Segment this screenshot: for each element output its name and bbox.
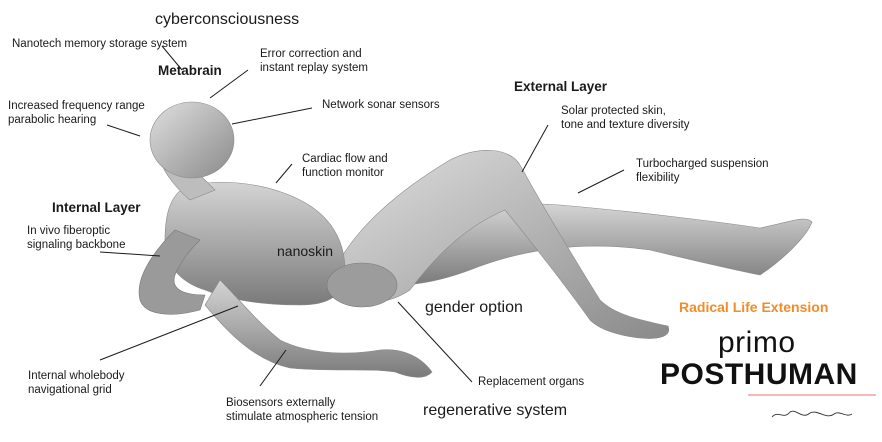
- label-external-layer: External Layer: [514, 79, 608, 94]
- label-wholebody-grid: Internal wholebody navigational grid: [28, 370, 125, 396]
- label-nanoskin: nanoskin: [277, 243, 334, 259]
- label-fiberoptic: In vivo fiberoptic signaling backbone: [27, 225, 126, 251]
- label-biosensors: Biosensors externally stimulate atmosphe…: [226, 397, 379, 423]
- label-solar-skin: Solar protected skin, tone and texture d…: [561, 105, 690, 131]
- label-cyberconsciousness: cyberconsciousness: [155, 11, 300, 28]
- label-metabrain: Metabrain: [158, 63, 222, 78]
- label-error-correction: Error correction and instant replay syst…: [260, 48, 369, 74]
- label-nanotech-memory: Nanotech memory storage system: [12, 38, 188, 50]
- label-cardiac-flow: Cardiac flow and function monitor: [302, 153, 388, 179]
- brand-line-primo: primo: [718, 326, 796, 359]
- pointer-solar: [521, 124, 549, 173]
- pointer-lines: [99, 45, 625, 387]
- pointer-hearing: [106, 124, 141, 137]
- label-internal-layer: Internal Layer: [52, 200, 141, 215]
- pointer-nanotech: [161, 45, 183, 71]
- figure-torso: [164, 181, 346, 306]
- pointer-grid: [99, 305, 239, 361]
- pointer-organs: [397, 301, 473, 383]
- pointer-cardiac: [275, 163, 293, 184]
- figure-head: [149, 101, 235, 179]
- figure-hip: [326, 262, 398, 308]
- brand-line-posthuman: POSTHUMAN: [660, 358, 858, 391]
- label-replacement-organs: Replacement organs: [478, 376, 585, 388]
- figure-left-arm: [138, 229, 206, 315]
- label-gender-option: gender option: [425, 299, 523, 316]
- label-regenerative-system: regenerative system: [423, 402, 568, 419]
- pointer-error: [209, 69, 249, 99]
- label-turbocharged: Turbocharged suspension flexibility: [636, 158, 769, 184]
- brand-tagline: Radical Life Extension: [679, 299, 829, 315]
- signature-scribble: [771, 410, 853, 418]
- brand-rule: [748, 394, 876, 396]
- label-increased-frequency: Increased frequency range parabolic hear…: [8, 100, 145, 126]
- pointer-sonar: [231, 107, 313, 125]
- figure-right-arm: [204, 279, 433, 378]
- label-network-sonar: Network sonar sensors: [322, 99, 440, 111]
- pointer-bio: [259, 349, 287, 387]
- pointer-fiber: [99, 251, 161, 257]
- figure-right-leg: [329, 150, 670, 339]
- pointer-turbo: [577, 169, 625, 194]
